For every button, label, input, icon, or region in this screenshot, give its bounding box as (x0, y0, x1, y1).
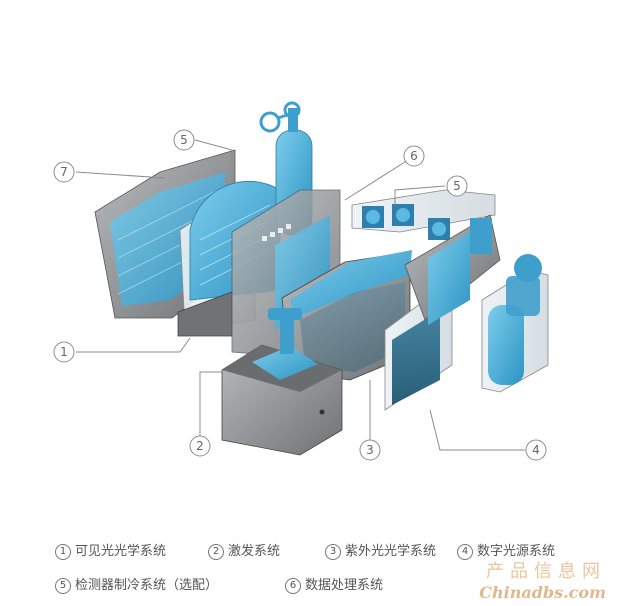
callout-5a: 5 (173, 129, 195, 151)
callout-1: 1 (53, 341, 75, 363)
legend-item-6: 6 数据处理系统 (285, 574, 383, 594)
callout-7: 7 (53, 161, 75, 183)
svg-text:5: 5 (180, 133, 188, 147)
legend: 1 可见光光学系统 2 激发系统 3 紫外光光学系统 4 数字光源系统 5 检测器制冷系统… (0, 532, 618, 606)
svg-text:1: 1 (60, 345, 68, 359)
svg-text:3: 3 (366, 443, 374, 457)
legend-label: 激发系统 (228, 544, 281, 559)
legend-item-1: 1 可见光光学系统 (55, 540, 166, 560)
legend-item-3: 3 紫外光光学系统 (325, 540, 436, 560)
svg-text:2: 2 (196, 439, 204, 453)
light-source-unit (481, 254, 549, 393)
svg-text:6: 6 (410, 149, 418, 163)
callout-2: 2 (189, 435, 211, 457)
legend-item-5: 5 检测器制冷系统（选配） (55, 574, 218, 594)
callout-5b: 5 (446, 175, 468, 197)
legend-item-4: 4 数字光源系统 (457, 540, 555, 560)
legend-label: 数据处理系统 (305, 578, 384, 593)
svg-text:4: 4 (532, 443, 540, 457)
site-watermark: 产品信息网 Chinadbs.com (479, 557, 606, 602)
legend-number: 3 (325, 544, 341, 560)
callout-6: 6 (403, 145, 425, 167)
callout-3: 3 (359, 439, 381, 461)
callout-4: 4 (525, 439, 547, 461)
legend-number: 5 (55, 578, 71, 594)
legend-number: 4 (457, 544, 473, 560)
excitation-box (221, 308, 343, 456)
legend-label: 数字光源系统 (477, 544, 556, 559)
cooling-fan-panel (351, 189, 496, 240)
legend-number: 2 (208, 544, 224, 560)
svg-text:7: 7 (60, 165, 68, 179)
data-processing-box (281, 250, 412, 381)
callout-leaders (75, 139, 525, 451)
legend-label: 紫外光光学系统 (345, 544, 437, 559)
legend-number: 6 (285, 578, 301, 594)
instrument-exploded-diagram: 5 7 6 5 1 2 3 4 (53, 101, 549, 461)
legend-number: 1 (55, 544, 71, 560)
legend-label: 检测器制冷系统（选配） (75, 578, 219, 593)
watermark-chinese: 产品信息网 (486, 561, 606, 582)
watermark-english: Chinadbs.com (479, 583, 606, 602)
svg-text:5: 5 (453, 179, 461, 193)
uv-optics-unit (384, 214, 501, 411)
legend-label: 可见光光学系统 (75, 544, 167, 559)
legend-item-2: 2 激发系统 (208, 540, 280, 560)
